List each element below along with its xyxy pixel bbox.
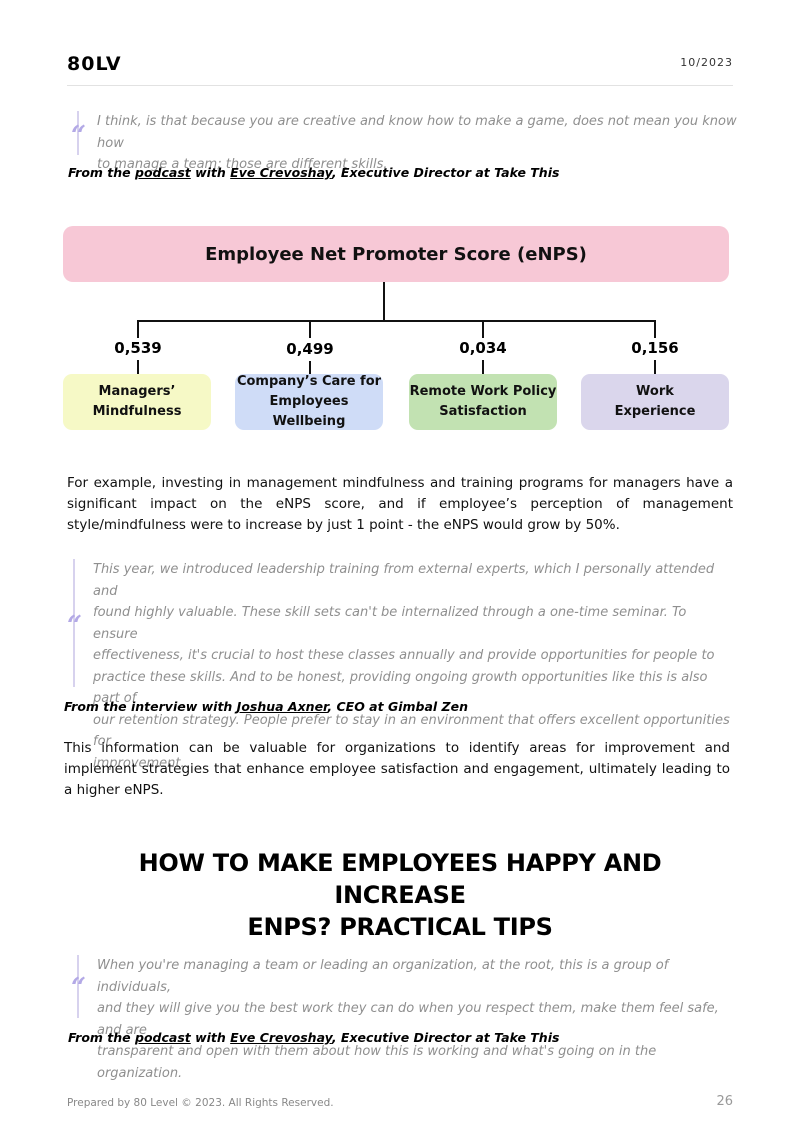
body-paragraph: This information can be valuable for org… [64, 740, 730, 798]
enps-coefficient: 0,539 [114, 339, 162, 357]
factor-label: Work [636, 384, 674, 399]
quote-block: “ I think, is that because you are creat… [71, 109, 737, 172]
quote-bar [73, 559, 75, 687]
attribution-suffix: , CEO at Gimbal Zen [327, 699, 468, 714]
quote-line: This year, we introduced leadership trai… [93, 562, 715, 599]
quote-attribution: From the interview with Joshua Axner, CE… [64, 699, 468, 714]
attribution-mid: with [190, 165, 231, 180]
quote-line: our retention strategy. People prefer to… [93, 712, 730, 750]
quote-text: This year, we introduced leadership trai… [93, 559, 733, 774]
connector-horizontal [137, 320, 656, 322]
factor-box-managers-mindfulness: Managers’ Mindfulness [63, 374, 211, 430]
connector-drop [654, 320, 656, 338]
connector-drop [309, 320, 311, 338]
quote-text: When you're managing a team or leading a… [97, 955, 737, 1084]
attribution-suffix: , Executive Director at Take This [331, 1030, 560, 1045]
factor-label: Company’s Care for [236, 374, 382, 389]
quote-line: transparent and open with them about how… [97, 1044, 657, 1081]
quote-mark-icon: “ [71, 121, 86, 151]
factor-label: Experience [614, 404, 696, 419]
attribution-mid: with [190, 1030, 231, 1045]
connector-vertical [383, 282, 385, 321]
quote-block: “ This year, we introduced leadership tr… [67, 557, 733, 771]
attribution-prefix: From the interview with [64, 699, 237, 714]
header-divider [67, 85, 733, 86]
factor-label: Mindfulness [92, 404, 182, 419]
quote-line: to manage a team; those are different sk… [97, 157, 388, 172]
connector-stub [309, 361, 311, 374]
attribution-suffix: , Executive Director at Take This [331, 165, 560, 180]
connector-drop [137, 320, 139, 338]
person-link[interactable]: Eve Crevoshay [230, 1030, 332, 1045]
quote-attribution: From the podcast with Eve Crevoshay, Exe… [68, 165, 559, 180]
factor-label: Satisfaction [439, 404, 527, 419]
attribution-prefix: From the [68, 165, 135, 180]
enps-coefficient: 0,034 [459, 339, 507, 357]
quote-line: found highly valuable. These skill sets … [93, 605, 687, 642]
person-link[interactable]: Joshua Axner [236, 699, 328, 714]
quote-line: practice these skills. And to be honest,… [93, 669, 708, 707]
body-paragraph: For example, investing in management min… [67, 475, 733, 533]
section-heading-line: HOW TO MAKE EMPLOYEES HAPPY AND INCREASE [138, 849, 662, 909]
quote-line: When you're managing a team or leading a… [97, 958, 669, 995]
factor-label: Managers’ [98, 384, 176, 399]
factor-label: Employees Wellbeing [269, 394, 349, 429]
enps-header-box: Employee Net Promoter Score (eNPS) [63, 226, 729, 282]
issue-date: 10/2023 [680, 56, 733, 69]
quote-block: “ When you're managing a team or leading… [71, 953, 737, 1081]
person-link[interactable]: Eve Crevoshay [230, 165, 332, 180]
quote-line: improvement. [93, 755, 185, 771]
factor-label: Remote Work Policy [409, 384, 557, 399]
connector-stub [137, 360, 139, 374]
quote-mark-icon: “ [71, 973, 86, 1003]
logo: 80LV [67, 53, 122, 75]
enps-coefficient: 0,156 [631, 339, 679, 357]
podcast-link[interactable]: podcast [135, 1030, 191, 1045]
section-heading: HOW TO MAKE EMPLOYEES HAPPY AND INCREASE… [80, 847, 720, 943]
connector-stub [482, 360, 484, 374]
quote-text: I think, is that because you are creativ… [97, 111, 737, 176]
page-number: 26 [716, 1094, 733, 1109]
footer-copyright: Prepared by 80 Level © 2023. All Rights … [67, 1097, 334, 1109]
quote-line: I think, is that because you are creativ… [97, 114, 737, 151]
connector-stub [654, 360, 656, 374]
quote-line: effectiveness, it's crucial to host thes… [93, 648, 715, 663]
quote-mark-icon: “ [67, 611, 82, 641]
connector-drop [482, 320, 484, 338]
attribution-prefix: From the [68, 1030, 135, 1045]
section-heading-line: ENPS? PRACTICAL TIPS [247, 913, 553, 941]
enps-coefficient: 0,499 [286, 340, 334, 358]
podcast-link[interactable]: podcast [135, 165, 191, 180]
quote-bar [77, 111, 79, 155]
quote-bar [77, 955, 79, 1018]
quote-line: and they will give you the best work the… [97, 1001, 719, 1038]
quote-attribution: From the podcast with Eve Crevoshay, Exe… [68, 1030, 559, 1045]
